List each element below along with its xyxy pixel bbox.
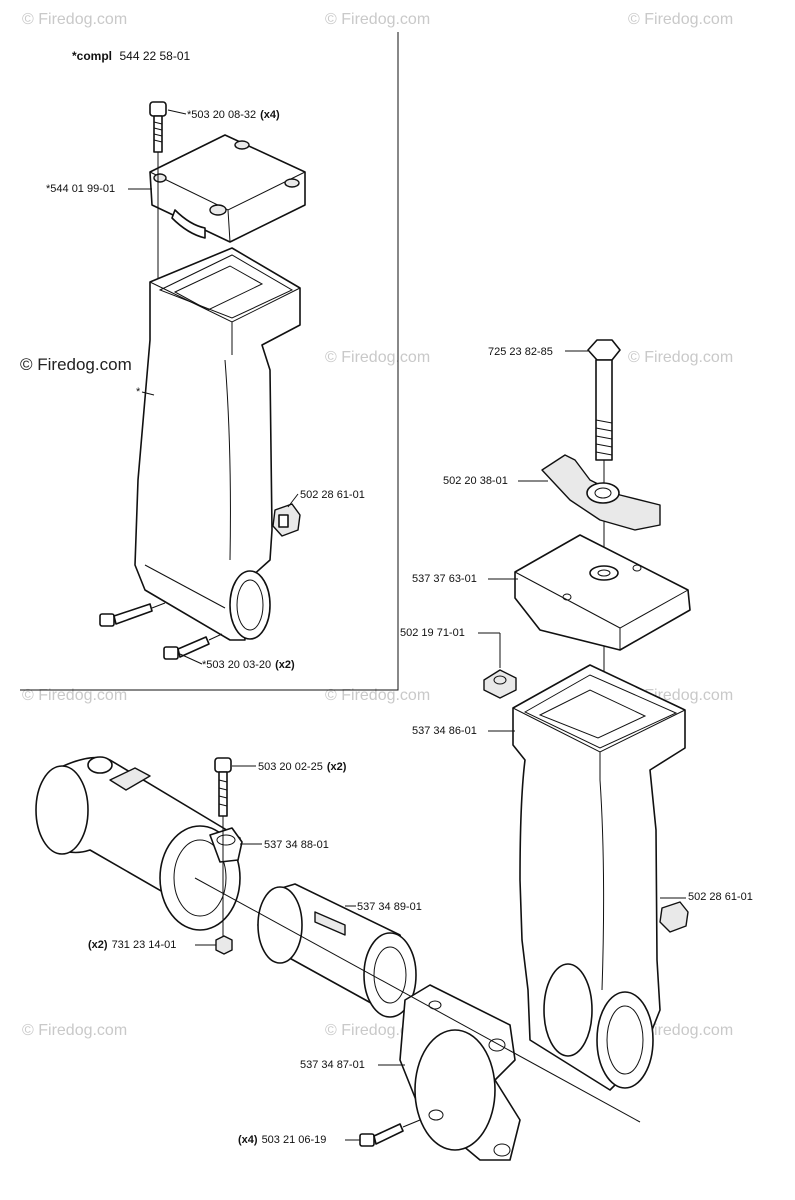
svg-text:502 19 71-01: 502 19 71-01 (400, 627, 465, 639)
label-p1: *503 20 08-32(x4) (167, 109, 280, 121)
watermark: © Firedog.com (325, 349, 430, 366)
tube-clamp-assembly (35, 756, 243, 931)
label-p4: 502 28 61-01 (287, 489, 365, 508)
label-p10: 537 34 86-01 (412, 725, 515, 737)
screw-icon (99, 602, 166, 627)
handle-cap-top (149, 134, 306, 243)
watermark: © Firedog.com (22, 687, 127, 704)
bolt-icon (587, 339, 621, 700)
handle-body-right (512, 664, 686, 1091)
watermark: © Firedog.com (22, 11, 127, 28)
label-p2: *544 01 99-01 (46, 183, 152, 195)
watermark: © Firedog.com (628, 349, 733, 366)
watermark: © Firedog.com (325, 11, 430, 28)
svg-text:502 28 61-01: 502 28 61-01 (688, 891, 753, 903)
svg-text:(x4)503 21 06-19: (x4)503 21 06-19 (238, 1134, 326, 1146)
svg-text:502 20 38-01: 502 20 38-01 (443, 475, 508, 487)
svg-text:*: * (136, 386, 141, 398)
svg-text:537 37 63-01: 537 37 63-01 (412, 573, 477, 585)
kit-frame (20, 32, 399, 691)
label-p5: *503 20 03-20(x2) (179, 653, 295, 671)
svg-text:502 28 61-01: 502 28 61-01 (300, 489, 365, 501)
label-p15: 502 28 61-01 (660, 891, 753, 903)
watermark: © Firedog.com (325, 687, 430, 704)
wing-nut-icon (541, 454, 661, 531)
clip-part (272, 503, 301, 537)
label-p12: 537 34 88-01 (240, 839, 329, 851)
svg-text:537 34 86-01: 537 34 86-01 (412, 725, 477, 737)
label-p7: 502 20 38-01 (443, 475, 548, 487)
svg-text:*503 20 03-20(x2): *503 20 03-20(x2) (202, 659, 295, 671)
svg-text:537 34 88-01: 537 34 88-01 (264, 839, 329, 851)
label-p11: 503 20 02-25(x2) (232, 761, 347, 773)
svg-text:537 34 89-01: 537 34 89-01 (357, 901, 422, 913)
svg-text:*544 01 99-01: *544 01 99-01 (46, 183, 115, 195)
lower-clamp (399, 984, 521, 1161)
watermark: © Firedog.com (628, 11, 733, 28)
nut-icon (483, 669, 517, 699)
label-p8: 537 37 63-01 (412, 573, 518, 585)
watermark-main: © Firedog.com (20, 355, 132, 374)
screw-icon (359, 1119, 421, 1147)
label-p17: (x4)503 21 06-19 (238, 1134, 360, 1146)
label-p3: * (136, 386, 155, 398)
label-p6: 725 23 82-85 (488, 346, 588, 358)
nut-icon (215, 935, 233, 955)
svg-text:503 20 02-25(x2): 503 20 02-25(x2) (258, 761, 347, 773)
svg-text:537 34 87-01: 537 34 87-01 (300, 1059, 365, 1071)
screw-icon (149, 101, 167, 280)
svg-text:725 23 82-85: 725 23 82-85 (488, 346, 553, 358)
label-p13: 537 34 89-01 (345, 901, 422, 913)
svg-text:*503 20 08-32(x4): *503 20 08-32(x4) (187, 109, 280, 121)
handle-cap-right (514, 534, 691, 651)
svg-text:(x2)731 23 14-01: (x2)731 23 14-01 (88, 939, 176, 951)
screw-icon (163, 633, 223, 660)
screw-icon (214, 757, 232, 940)
shaft-axis-line (194, 877, 641, 1123)
label-p9: 502 19 71-01 (400, 627, 501, 668)
kit-title: *compl 544 22 58-01 (72, 47, 191, 64)
label-p16: 537 34 87-01 (300, 1059, 405, 1071)
watermark: © Firedog.com (22, 1022, 127, 1039)
label-p14: (x2)731 23 14-01 (88, 939, 216, 951)
handle-body-left (134, 247, 301, 641)
clip-part (659, 901, 689, 933)
